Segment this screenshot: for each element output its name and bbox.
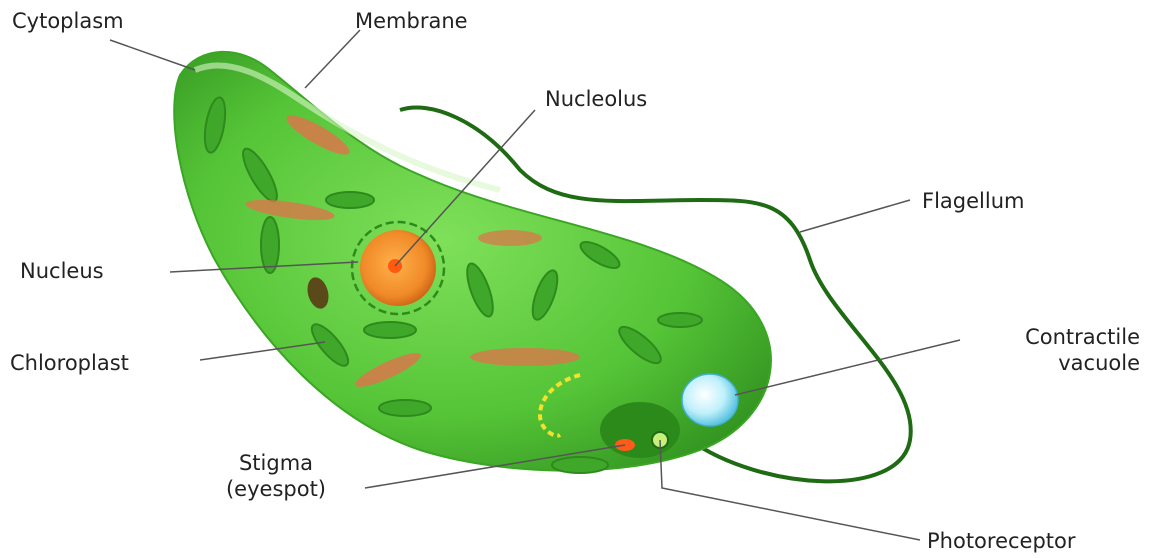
label-cytoplasm: Cytoplasm — [12, 8, 124, 34]
chloroplast — [552, 457, 608, 473]
chloroplast — [470, 348, 580, 366]
chloroplast — [478, 230, 542, 246]
cytoplasm-leader — [110, 40, 195, 70]
label-membrane: Membrane — [355, 8, 468, 34]
label-contractile-vacuole-line2: vacuole — [965, 350, 1140, 376]
label-nucleolus: Nucleolus — [545, 86, 647, 112]
chloroplast — [364, 322, 416, 338]
label-contractile-vacuole-line1: Contractile — [965, 324, 1140, 350]
label-contractile-vacuole: Contractile vacuole — [965, 324, 1140, 376]
photoreceptor-leader — [660, 440, 920, 540]
label-photoreceptor: Photoreceptor — [927, 528, 1076, 554]
label-nucleus: Nucleus — [20, 258, 104, 284]
label-chloroplast: Chloroplast — [10, 350, 129, 376]
reservoir — [600, 402, 680, 458]
label-stigma: Stigma (eyespot) — [196, 450, 356, 502]
chloroplast — [658, 313, 702, 327]
chloroplast — [326, 192, 374, 208]
label-flagellum: Flagellum — [922, 188, 1024, 214]
chloroplast — [261, 217, 279, 273]
flagellum-leader — [800, 200, 910, 232]
label-stigma-line1: Stigma — [196, 450, 356, 476]
chloroplast — [379, 400, 431, 416]
membrane-leader — [305, 30, 360, 88]
contractile-vacuole-shape — [682, 374, 738, 426]
label-stigma-line2: (eyespot) — [196, 476, 356, 502]
